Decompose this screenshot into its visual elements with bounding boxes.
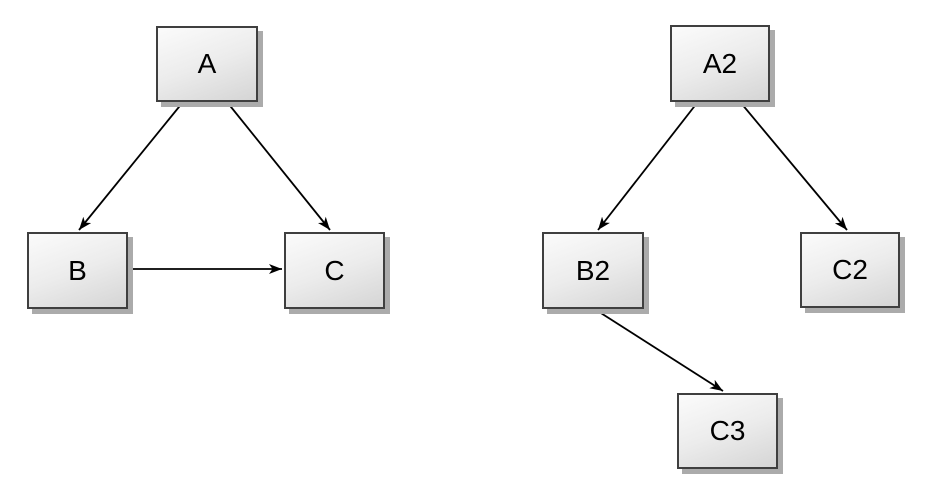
- node-c3: C3: [677, 393, 778, 469]
- edge-a-to-c: [226, 101, 331, 231]
- edge-b2-to-c3: [592, 307, 724, 392]
- node-a2: A2: [670, 25, 770, 102]
- node-b: B: [27, 232, 128, 309]
- node-c2: C2: [800, 232, 900, 308]
- node-b2: B2: [542, 232, 644, 309]
- node-c: C: [284, 232, 385, 309]
- edge-a2-to-b2: [597, 102, 698, 231]
- edge-a2-to-c2: [740, 102, 848, 231]
- node-a: A: [156, 26, 258, 102]
- edge-a-to-b: [78, 101, 184, 231]
